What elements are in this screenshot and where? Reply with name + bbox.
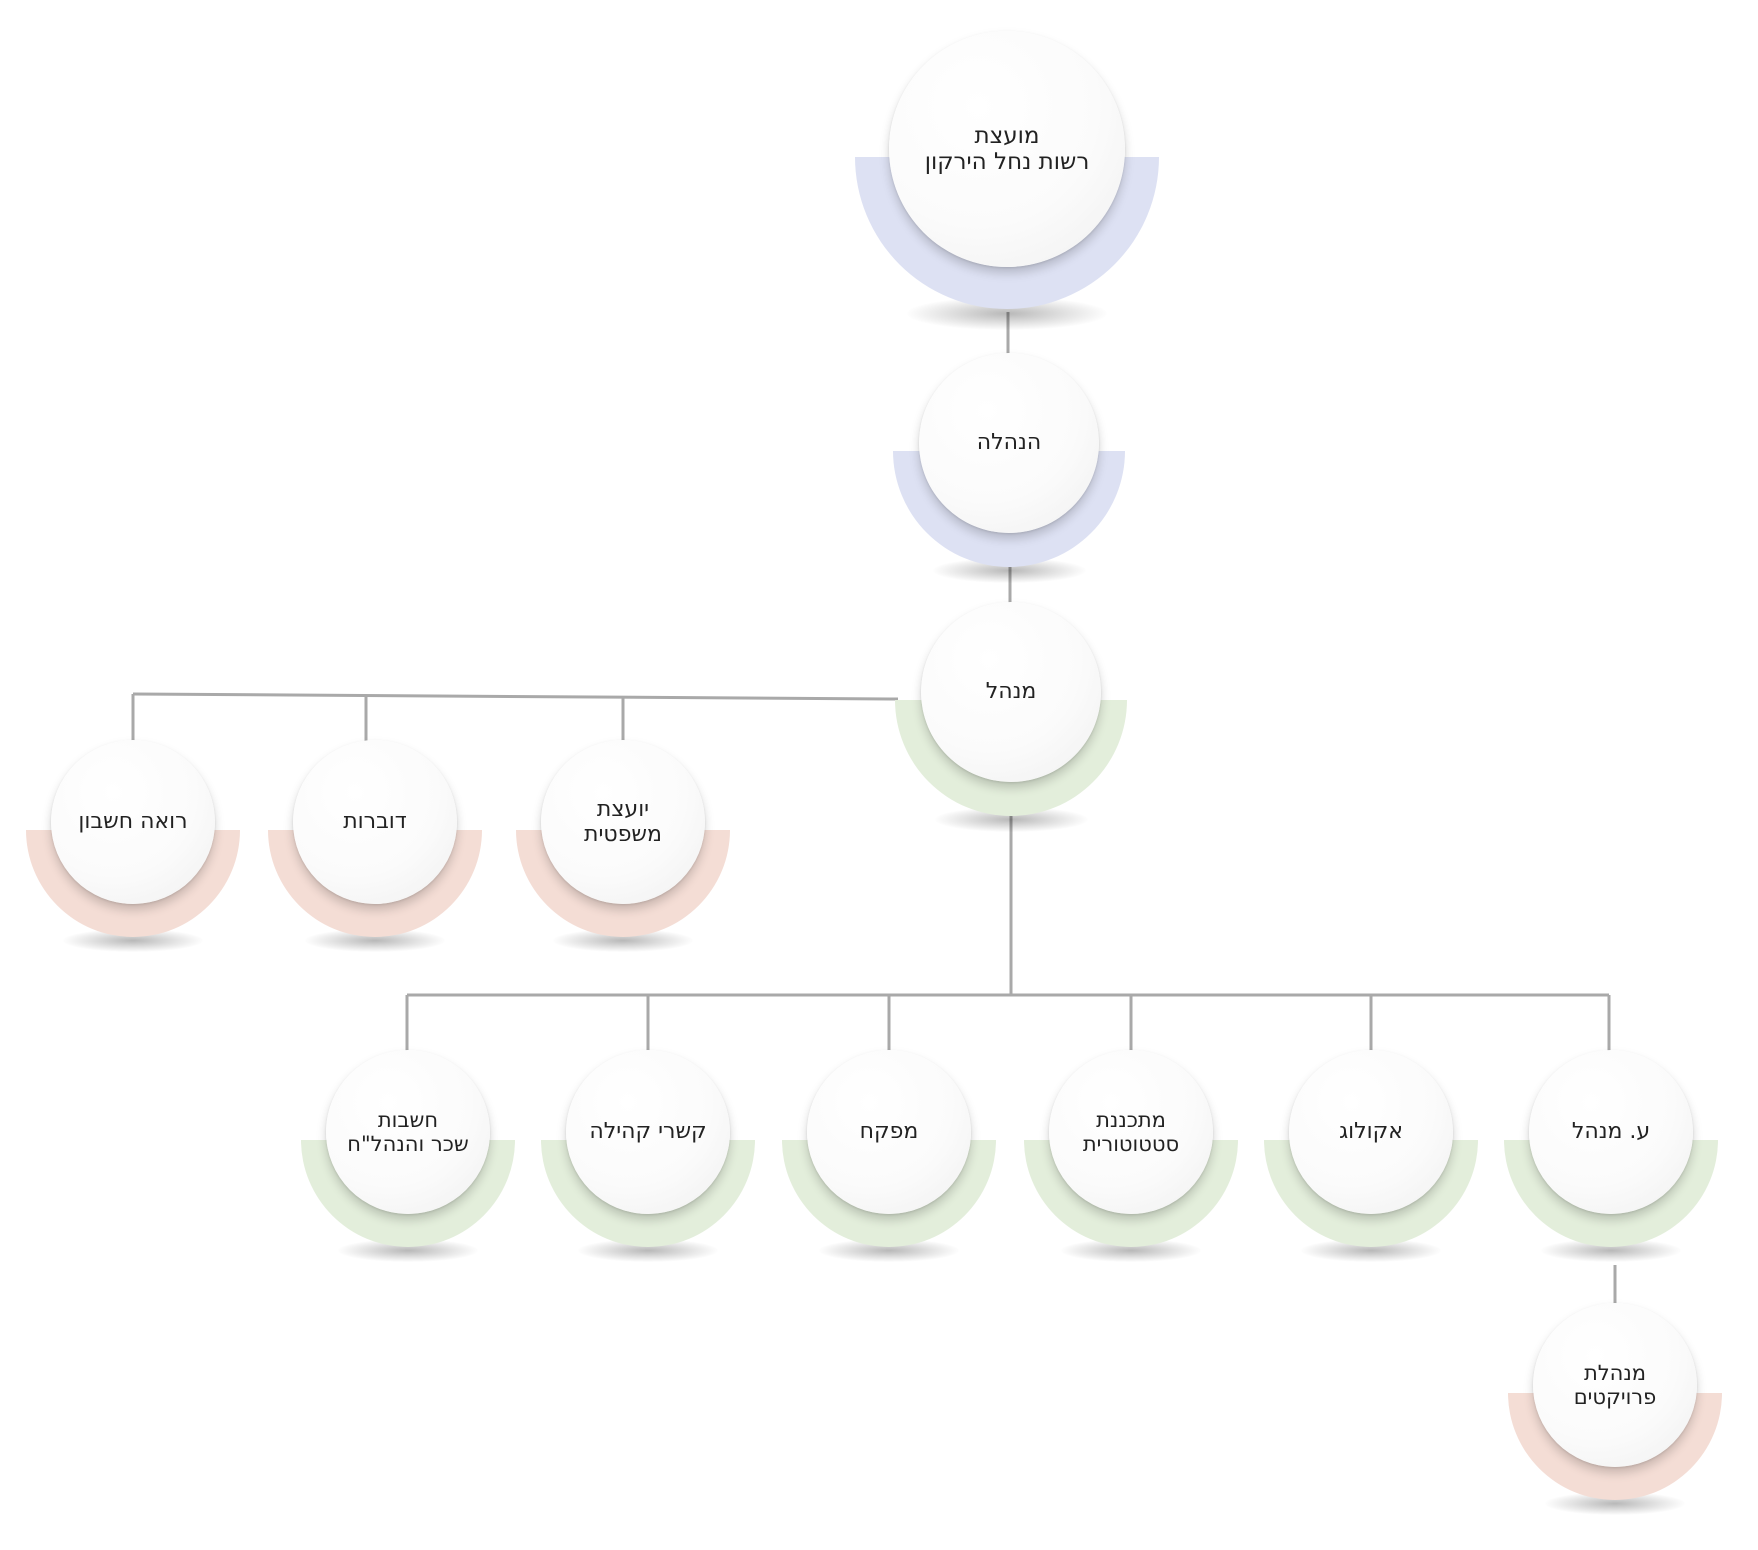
node-circle: קשרי קהילה <box>566 1050 730 1214</box>
node-label: ע. מנהל <box>1571 1119 1651 1145</box>
node-label: שכר והנהל"ח <box>347 1132 469 1156</box>
node-label: מנהלת <box>1583 1360 1647 1385</box>
node-label: אקולוג <box>1339 1119 1403 1145</box>
node-label: פרויקטים <box>1573 1385 1657 1409</box>
node-label: משפטית <box>584 822 662 847</box>
node-label: מפקח <box>859 1119 919 1145</box>
node-circle: מנהל <box>921 602 1101 782</box>
node-ecologist: אקולוג <box>1259 1028 1483 1262</box>
node-deputy-director: ע. מנהל <box>1499 1028 1723 1262</box>
node-accountant: רואה חשבון <box>21 718 245 952</box>
node-shadow <box>553 928 693 952</box>
node-community-relations: קשרי קהילה <box>536 1028 760 1262</box>
node-circle: אקולוג <box>1289 1050 1453 1214</box>
node-label: קשרי קהילה <box>589 1119 707 1145</box>
node-shadow <box>1545 1491 1685 1515</box>
node-shadow <box>1541 1238 1681 1262</box>
node-label: יועצת <box>596 796 650 822</box>
node-label: סטטוטורית <box>1082 1132 1180 1156</box>
node-circle: דוברות <box>293 740 457 904</box>
node-circle: מפקח <box>807 1050 971 1214</box>
node-shadow <box>819 1238 959 1262</box>
node-label: רואה חשבון <box>78 809 188 835</box>
node-label: מנהל <box>985 679 1037 705</box>
node-circle: הנהלה <box>919 353 1099 533</box>
node-director: מנהל <box>890 579 1132 833</box>
node-label: מועצת <box>974 122 1040 149</box>
node-label: רשות נחל הירקון <box>924 149 1090 175</box>
connector-staff-bar <box>132 692 899 701</box>
node-shadow <box>578 1238 718 1262</box>
node-spokesperson: דוברות <box>263 718 487 952</box>
node-board: הנהלה <box>888 330 1130 584</box>
node-shadow <box>63 928 203 952</box>
node-shadow <box>1061 1238 1201 1262</box>
node-label: הנהלה <box>976 430 1042 456</box>
node-inspector: מפקח <box>777 1028 1001 1262</box>
node-shadow <box>305 928 445 952</box>
node-label: חשבות <box>377 1107 439 1132</box>
node-label: דוברות <box>343 809 407 835</box>
node-label: מתכננת <box>1096 1107 1166 1132</box>
node-circle: רואה חשבון <box>51 740 215 904</box>
node-shadow <box>338 1238 478 1262</box>
node-shadow <box>1301 1238 1441 1262</box>
node-circle: ע. מנהל <box>1529 1050 1693 1214</box>
